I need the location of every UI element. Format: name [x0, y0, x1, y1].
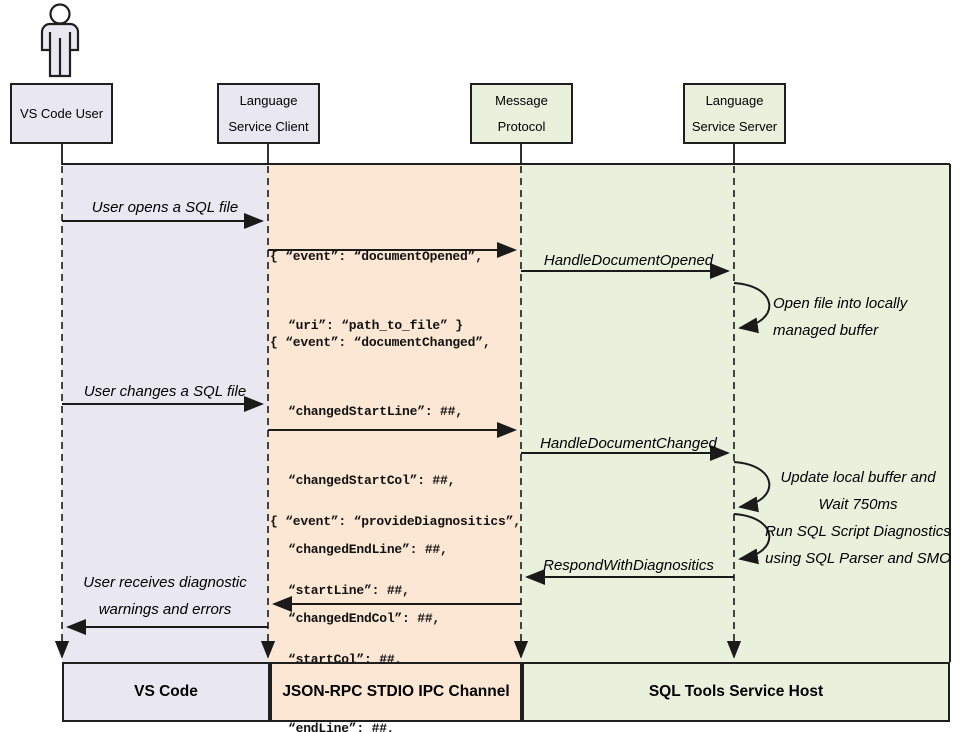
payload-line: { “event”: “documentOpened”,: [270, 249, 483, 264]
payload-line: { “event”: “documentChanged”,: [270, 335, 491, 350]
actor-label: Message: [495, 92, 548, 108]
label-respond-with-diagnostics: RespondWithDiagnositics: [543, 557, 714, 574]
payload-line: “changedStartLine”: ##,: [288, 404, 463, 419]
actor-box-language-service-server: Language Service Server: [683, 83, 786, 144]
actor-label: Protocol: [497, 118, 546, 134]
payload-line: “changedStartCol”: ##,: [288, 473, 456, 488]
footer-label: VS Code: [134, 683, 198, 700]
note-run-diagnostics: Run SQL Script Diagnostics using SQL Par…: [762, 518, 954, 572]
actor-label: VS Code User: [19, 105, 104, 121]
footer-box-vscode: VS Code: [62, 662, 270, 722]
footer-label: JSON-RPC STDIO IPC Channel: [282, 683, 510, 700]
actor-box-language-service-client: Language Service Client: [217, 83, 320, 144]
lane-ipc-channel: [268, 164, 520, 662]
actor-label: Service Server: [691, 118, 778, 134]
label-handle-document-changed: HandleDocumentChanged: [540, 435, 717, 452]
actor-box-vscode-user: VS Code User: [10, 83, 113, 144]
actor-label: Language: [239, 92, 298, 108]
note-update-buffer: Update local buffer and Wait 750ms: [762, 464, 954, 518]
note-line: managed buffer: [773, 322, 879, 339]
footer-label: SQL Tools Service Host: [648, 683, 824, 700]
user-actor-icon: [40, 3, 80, 78]
note-open-file: Open file into locally managed buffer: [773, 290, 907, 344]
payload-line: “uri”: “path_to_file” }: [288, 318, 463, 333]
payload-line: “endLine”: ##,: [288, 721, 395, 732]
note-line: using SQL Parser and SMO: [765, 550, 951, 567]
label-line: User receives diagnostic: [83, 574, 247, 591]
payload-line: { “event”: “provideDiagnositics”,: [270, 514, 521, 529]
actor-label: Language: [705, 92, 764, 108]
payload-line: “changedEndLine”: ##,: [288, 542, 448, 557]
lane-vscode: [62, 164, 268, 662]
actor-box-message-protocol: Message Protocol: [470, 83, 573, 144]
actor-label: Service Client: [228, 118, 309, 134]
label-user-changes: User changes a SQL file: [83, 383, 247, 400]
label-user-opens: User opens a SQL file: [91, 199, 239, 216]
lane-service-host: [520, 164, 950, 662]
label-line: warnings and errors: [98, 601, 232, 618]
label-user-receives: User receives diagnostic warnings and er…: [62, 569, 268, 623]
note-line: Run SQL Script Diagnostics: [765, 523, 951, 540]
footer-box-service-host: SQL Tools Service Host: [522, 662, 950, 722]
payload-line: “startLine”: ##,: [288, 583, 410, 598]
payload-document-opened: { “event”: “documentOpened”, “uri”: “pat…: [270, 199, 483, 383]
payload-provide-diagnostics: { “event”: “provideDiagnositics”, “start…: [270, 464, 521, 732]
note-line: Wait 750ms: [818, 496, 898, 513]
payload-line: “changedEndCol”: ##,: [288, 611, 441, 626]
note-line: Open file into locally: [773, 295, 908, 312]
label-handle-document-opened: HandleDocumentOpened: [543, 252, 714, 269]
footer-box-ipc-channel: JSON-RPC STDIO IPC Channel: [270, 662, 522, 722]
note-line: Update local buffer and: [780, 469, 936, 486]
